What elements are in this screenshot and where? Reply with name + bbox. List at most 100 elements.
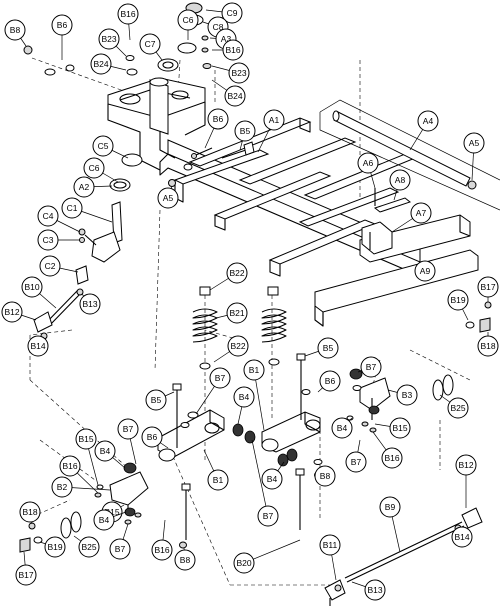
callout-c2: C2 <box>39 255 79 277</box>
callout-c4: C4 <box>37 205 81 233</box>
callout-b5c: B5 <box>145 389 175 411</box>
callout-text: C5 <box>98 141 109 151</box>
callout-a8: A8 <box>389 169 411 201</box>
callout-b19a: B19 <box>447 289 469 321</box>
callout-b4a: B4 <box>233 386 255 425</box>
callout-b7a: B7 <box>357 356 382 378</box>
callout-text: A5 <box>163 193 174 203</box>
callout-b25a: B25 <box>439 394 469 419</box>
callout-a7: A7 <box>391 202 432 233</box>
callout-circle <box>44 536 66 558</box>
callout-text: C6 <box>183 15 194 25</box>
callout-text: B16 <box>154 545 169 555</box>
callout-circle <box>109 538 131 560</box>
callout-text: C8 <box>213 22 224 32</box>
callout-circle <box>15 564 37 586</box>
callout-b6d: B6 <box>141 426 169 449</box>
callout-circle <box>98 28 120 50</box>
callout-b21: B21 <box>215 302 248 324</box>
leader-line <box>251 439 269 517</box>
callout-b5a: B5 <box>234 120 256 151</box>
callout-b23b: B23 <box>211 62 250 84</box>
callout-a6: A6 <box>357 152 379 189</box>
callout-c7: C7 <box>139 33 163 61</box>
callout-text: B6 <box>147 432 158 442</box>
callout-text: A5 <box>469 138 480 148</box>
callout-circle <box>477 276 499 298</box>
callout-text: B19 <box>450 295 465 305</box>
callout-circle <box>360 356 382 378</box>
callout-circle <box>226 262 248 284</box>
callout-text: B4 <box>239 392 250 402</box>
callout-circle <box>319 534 341 556</box>
callout-circle <box>207 108 229 130</box>
callout-text: B7 <box>115 544 126 554</box>
callout-text: B6 <box>213 114 224 124</box>
callout-circle <box>83 157 105 179</box>
callout-b20: B20 <box>233 539 301 574</box>
callout-b9: B9 <box>379 496 401 553</box>
callout-text: B1 <box>213 475 224 485</box>
callout-text: B11 <box>323 540 338 550</box>
callout-c6b: C6 <box>83 157 119 183</box>
callout-b2: B2 <box>51 476 111 498</box>
callout-text: B5 <box>151 395 162 405</box>
callout-text: B24 <box>93 59 108 69</box>
callout-text: B23 <box>101 34 116 44</box>
callout-circle <box>410 202 432 224</box>
callout-b19b: B19 <box>39 536 66 558</box>
callout-circle <box>414 260 436 282</box>
callout-circle <box>455 454 477 476</box>
callout-b22b: B22 <box>213 335 249 363</box>
callout-b16e: B16 <box>151 519 173 561</box>
callout-circle <box>209 367 231 389</box>
callout-circle <box>145 389 167 411</box>
callout-text: B15 <box>104 507 119 517</box>
callout-circle <box>381 447 403 469</box>
callout-circle <box>451 526 473 548</box>
callout-circle <box>59 455 81 477</box>
callout-text: A9 <box>420 266 431 276</box>
callout-circle <box>141 426 163 448</box>
callout-a1: A1 <box>257 109 285 153</box>
callout-text: B13 <box>367 585 382 595</box>
callout-b7e: B7 <box>251 439 279 527</box>
callout-circle <box>477 335 499 357</box>
callout-c1: C1 <box>61 197 113 223</box>
callout-circle <box>463 132 485 154</box>
callout-text: A8 <box>395 175 406 185</box>
callout-c9: C9 <box>205 2 243 24</box>
callout-b6c: B6 <box>317 370 341 393</box>
callout-circle <box>396 384 418 406</box>
callout-b4c: B4 <box>94 440 126 469</box>
callout-text: C1 <box>67 203 78 213</box>
callout-text: B5 <box>240 126 251 136</box>
callout-circle <box>417 110 439 132</box>
callout-circle <box>226 302 248 324</box>
callout-a4: A4 <box>409 110 439 151</box>
callout-circle <box>4 19 26 41</box>
callout-b18b: B18 <box>19 501 41 525</box>
callout-text: B20 <box>236 558 251 568</box>
callout-text: A7 <box>416 208 427 218</box>
callout-circle <box>228 62 250 84</box>
callout-b13b: B13 <box>351 579 386 601</box>
callout-circle <box>357 152 379 174</box>
callout-circle <box>94 440 116 462</box>
callout-circle <box>27 335 49 357</box>
callout-text: B16 <box>225 45 240 55</box>
callout-text: B12 <box>4 307 19 317</box>
callout-b12b: B12 <box>455 454 477 508</box>
callout-text: B7 <box>123 424 134 434</box>
callout-text: B12 <box>458 460 473 470</box>
callout-text: B5 <box>323 343 334 353</box>
callout-circle <box>263 109 285 131</box>
callout-b7f: B7 <box>109 523 131 560</box>
callout-text: B14 <box>30 341 45 351</box>
callout-text: B25 <box>450 403 465 413</box>
callout-circle <box>1 301 23 323</box>
callout-text: B22 <box>230 341 245 351</box>
main-frame <box>107 77 479 327</box>
callout-circle <box>21 276 43 298</box>
callout-circle <box>90 53 112 75</box>
